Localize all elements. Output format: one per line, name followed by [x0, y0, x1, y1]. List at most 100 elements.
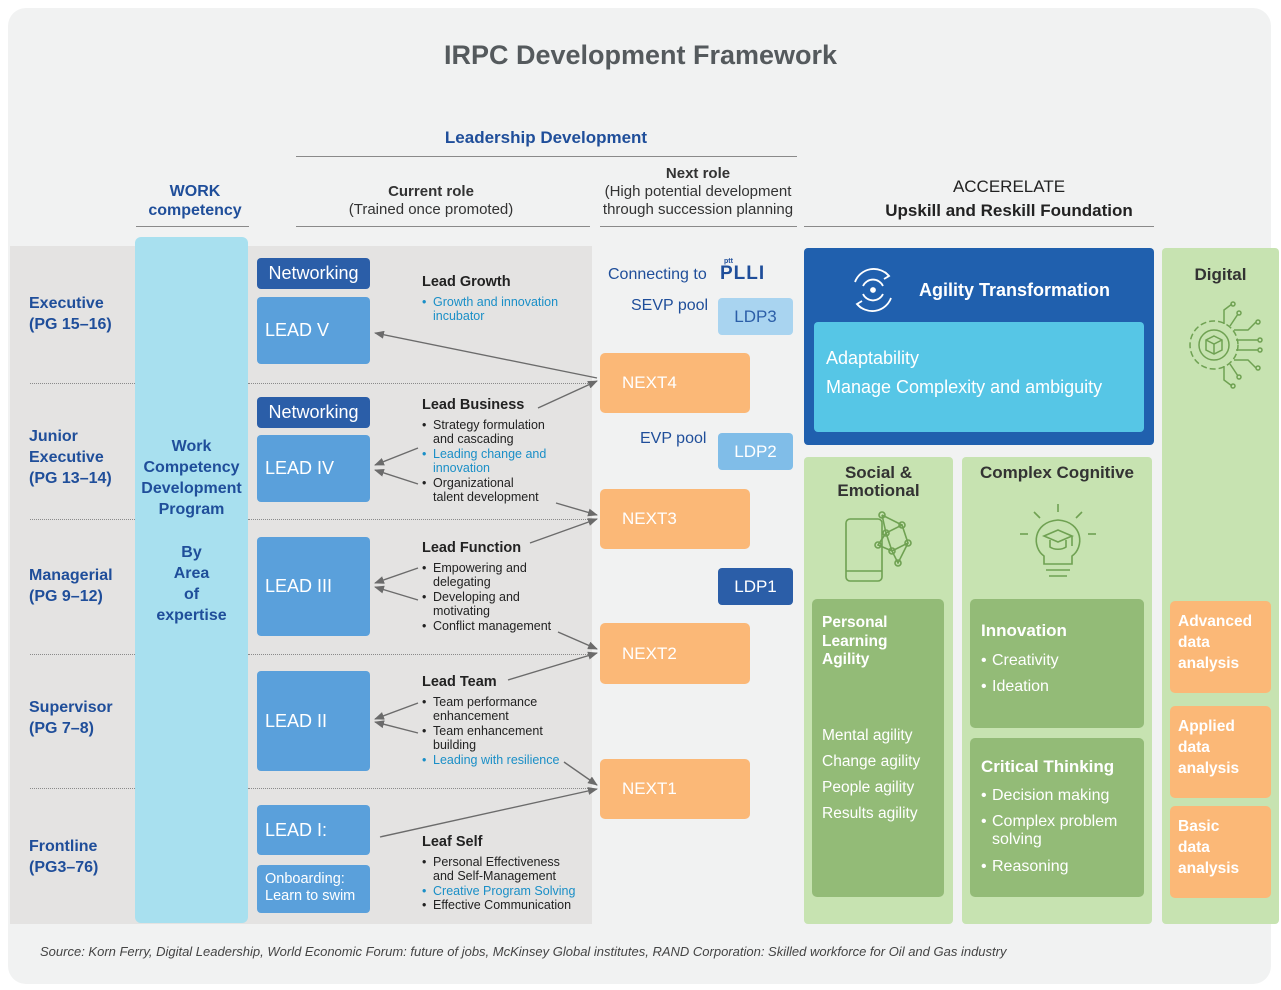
digital-title: Digital [1194, 265, 1247, 284]
business-item-2: Leading change and [422, 447, 592, 462]
accelerate-header: ACCERELATE Upskill and Reskill Foundatio… [850, 175, 1168, 223]
work-text-1: Work [171, 438, 212, 455]
applied-line1: Applied [1178, 718, 1235, 735]
level-executive-name: Executive [29, 295, 104, 312]
level-frontline: Frontline (PG3–76) [29, 836, 98, 878]
leaf-self-group: Leaf Self Personal Effectiveness and Sel… [422, 835, 592, 913]
arrow-lead-i-to-next1 [379, 787, 598, 838]
social-emotional-title: Social & Emotional [804, 464, 953, 500]
plli-logo-text: PLLI [720, 263, 766, 284]
growth-item-cont: incubator [433, 309, 485, 323]
leaf-self-title: Leaf Self [422, 834, 483, 850]
results-agility: Results agility [822, 805, 918, 822]
level-executive-pg: (PG 15–16) [29, 316, 112, 333]
work-text-8: expertise [156, 607, 227, 624]
current-role-header: Current role (Trained once promoted) [296, 183, 566, 219]
work-header: WORK competency [135, 182, 255, 220]
reasoning-item: Reasoning [981, 858, 1141, 876]
work-competency-program: Work Competency Development Program By A… [135, 436, 248, 626]
work-text-3: Development [141, 480, 242, 497]
agility-complexity: Manage Complexity and ambiguity [826, 377, 1103, 397]
agility-list: Mental agility Change agility People agi… [822, 723, 920, 827]
advanced-line1: Advanced [1178, 613, 1253, 630]
current-role-sub: (Trained once promoted) [348, 201, 514, 218]
divider-4b [248, 788, 592, 789]
pla-line3: Agility [822, 651, 870, 668]
work-text-7: of [183, 586, 200, 603]
work-header-line1: WORK [169, 183, 221, 200]
lead-team-group: Lead Team Team performance enhancement T… [422, 675, 592, 767]
creativity-item: Creativity [981, 648, 1059, 674]
arrow-function-to-next2 [557, 631, 598, 650]
arrow-business-to-lead-iv-1 [374, 447, 419, 466]
next-role-title: Next role [665, 165, 731, 182]
self-item-1: Personal Effectiveness [422, 855, 592, 870]
team-item-2-cont: building [433, 738, 477, 752]
arrow-business-to-lead-iv-2 [374, 468, 419, 485]
function-item-2: Developing and [422, 590, 592, 605]
advanced-data-analysis-card: Advanced data analysis [1170, 601, 1271, 693]
growth-item: Growth and innovation [422, 295, 592, 310]
advanced-line3: analysis [1178, 655, 1240, 672]
networking-box-junior: Networking [257, 397, 370, 428]
level-supervisor-name: Supervisor [29, 699, 113, 716]
social-title-2: Emotional [837, 481, 920, 500]
plli-logo: ptt PLLI [720, 258, 768, 284]
level-executive: Executive (PG 15–16) [29, 293, 112, 335]
arrow-team-to-lead-ii-2 [374, 720, 419, 734]
business-item-2-cont: innovation [433, 461, 490, 475]
arrow-business-to-next4 [537, 380, 598, 409]
ideation-item: Ideation [981, 674, 1059, 700]
arrow-team-to-lead-ii-1 [374, 702, 419, 720]
business-item-1-cont: and cascading [433, 432, 514, 446]
arrow-next4-to-lead-v [374, 330, 598, 379]
advanced-line2: data [1178, 634, 1210, 651]
level-frontline-name: Frontline [29, 838, 98, 855]
function-item-2-cont: motivating [433, 604, 490, 618]
next2-box: NEXT2 [600, 623, 750, 684]
complex-problem-item-cont: solving [992, 831, 1042, 848]
people-agility: People agility [822, 779, 915, 796]
level-junior-pg: (PG 13–14) [29, 470, 112, 487]
team-item-1-cont: enhancement [433, 709, 509, 723]
lead-business-group: Lead Business Strategy formulation and c… [422, 398, 592, 505]
lead-function-title: Lead Function [422, 540, 522, 556]
arrow-team-to-next2 [507, 651, 598, 681]
arrow-business-to-next3 [555, 502, 598, 517]
work-header-line2: competency [148, 202, 242, 219]
refresh-cycle-icon [845, 262, 901, 318]
personal-learning-agility-card [812, 599, 944, 897]
work-text-6: Area [173, 565, 210, 582]
ldp2-box: LDP2 [718, 433, 793, 470]
team-item-1: Team performance [422, 695, 592, 710]
basic-data-analysis-card: Basic data analysis [1170, 806, 1271, 898]
applied-line2: data [1178, 739, 1210, 756]
mental-agility: Mental agility [822, 727, 913, 744]
onboarding-line2: Learn to swim [265, 888, 356, 904]
basic-line1: Basic [1178, 818, 1220, 835]
divider-1b [248, 383, 592, 384]
level-frontline-pg: (PG3–76) [29, 859, 99, 876]
function-item-1-cont: delegating [433, 575, 491, 589]
lead-growth-title: Lead Growth [422, 274, 511, 290]
next-role-line [600, 226, 797, 227]
arrow-function-to-lead-iii-2 [374, 585, 419, 601]
next-role-sub2: through succession planning [602, 201, 794, 218]
basic-line2: data [1178, 839, 1210, 856]
team-item-2: Team enhancement [422, 724, 592, 739]
team-item-3: Leading with resilience [422, 753, 592, 768]
decision-making-item: Decision making [981, 787, 1141, 805]
function-item-3: Conflict management [422, 619, 592, 634]
next-role-sub1: (High potential development [604, 183, 792, 200]
lead-iii-box: LEAD III [257, 537, 370, 636]
self-item-3: Effective Communication [422, 898, 592, 913]
level-junior-name1: Junior [29, 428, 78, 445]
work-text-5: By [181, 544, 202, 561]
phone-network-icon [838, 505, 918, 585]
function-item-1: Empowering and [422, 561, 592, 576]
next1-box: NEXT1 [600, 759, 750, 819]
pla-line1: Personal [822, 614, 888, 631]
lead-growth-group: Lead Growth Growth and innovation incuba… [422, 275, 592, 324]
ldp1-box: LDP1 [718, 568, 793, 605]
